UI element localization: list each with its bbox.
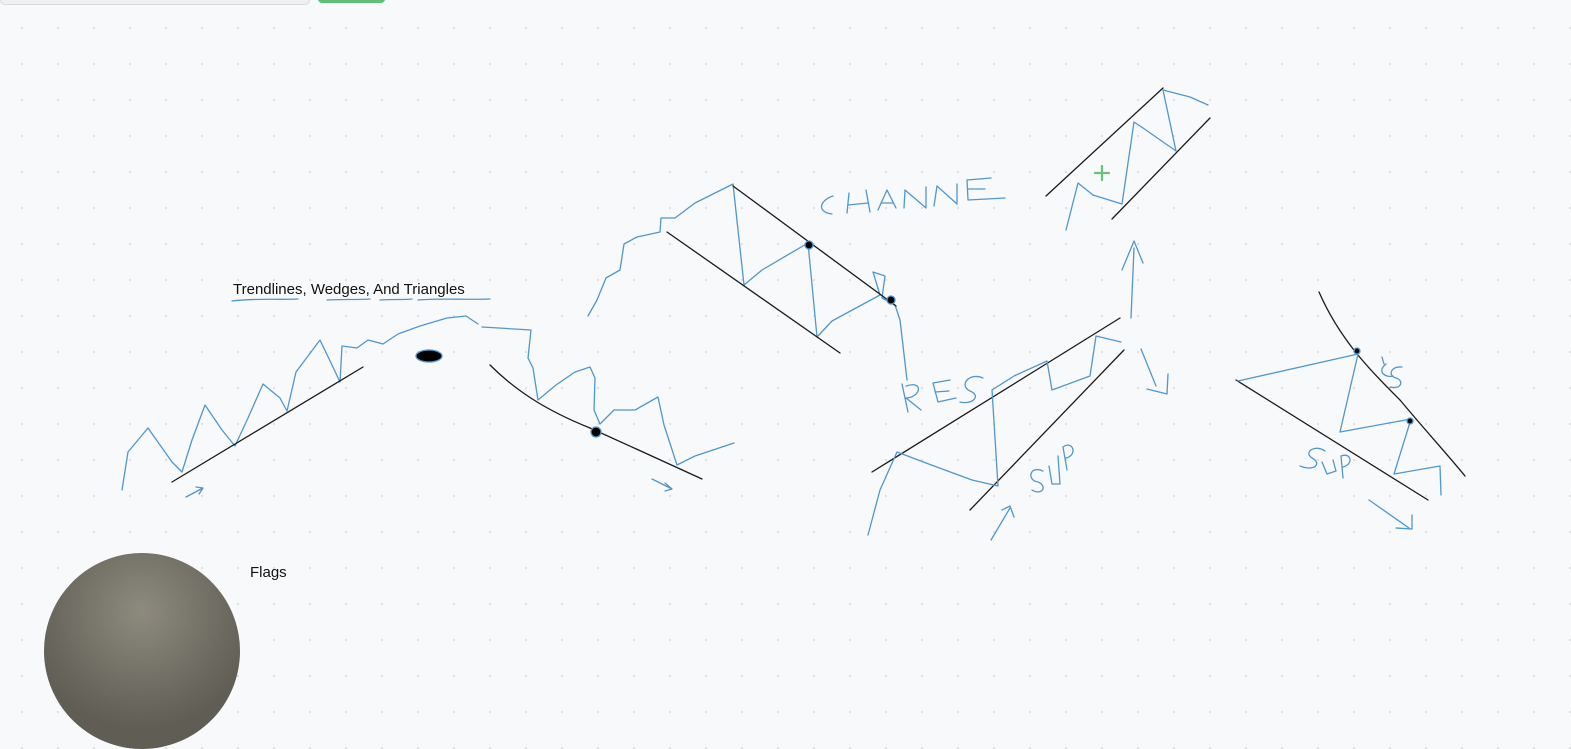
drawing-canvas[interactable] xyxy=(0,0,1571,583)
res-sup-channel-sketch xyxy=(867,317,1125,541)
page-title: Trendlines, Wedges, And Triangles xyxy=(233,281,465,298)
avatar xyxy=(44,553,240,749)
title-underlines xyxy=(231,298,491,302)
downtrend-sketch xyxy=(481,326,735,492)
direction-arrows xyxy=(1121,240,1413,530)
descending-channel-sketch xyxy=(587,183,908,381)
top-action-button[interactable] xyxy=(318,0,385,3)
section-label-flags: Flags xyxy=(250,564,287,581)
channel-handwriting xyxy=(820,177,1006,215)
crosshair-plus-icon xyxy=(1093,164,1111,182)
uptrend-sketch xyxy=(121,315,479,498)
ascending-channel-sketch xyxy=(1045,87,1211,231)
wedge-sketch xyxy=(1235,291,1466,501)
